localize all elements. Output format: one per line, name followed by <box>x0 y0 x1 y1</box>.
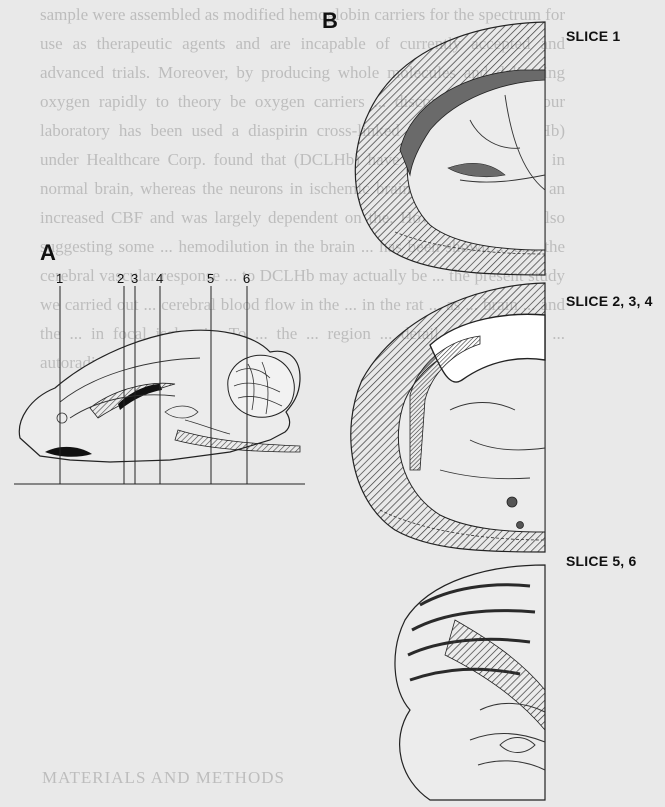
slice-2-3-4 <box>351 283 545 552</box>
slice-1 <box>355 22 545 275</box>
slice-5-6 <box>395 565 545 800</box>
